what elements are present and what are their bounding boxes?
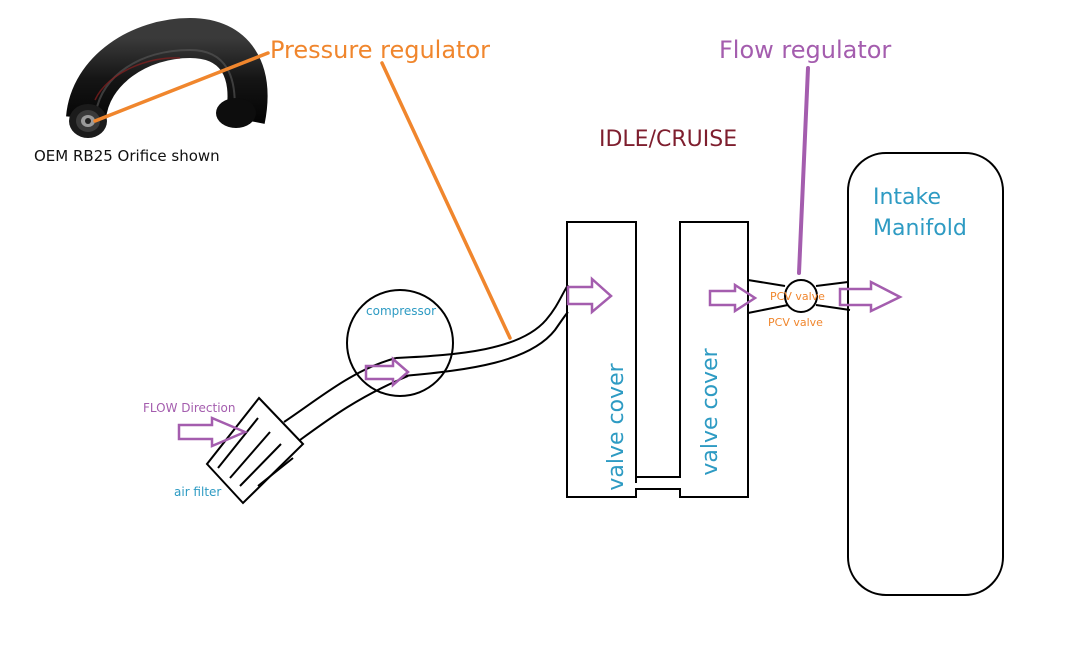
valve-cover-label-right: valve cover (698, 348, 723, 476)
pressure-pointer-to-line (380, 61, 512, 340)
air-filter-label: air filter (174, 485, 222, 499)
intake-tube (283, 357, 409, 441)
flow-arrow-icon (364, 356, 410, 388)
intake-manifold-shape (847, 152, 1004, 596)
compressor-circle (346, 289, 454, 397)
pressure-regulator-label: Pressure regulator (270, 36, 490, 64)
intake-manifold-label-line2: Manifold (873, 216, 967, 241)
compressor-label: compressor (366, 304, 437, 318)
valve-cover-label-left: valve cover (604, 363, 629, 491)
oem-orifice-caption: OEM RB25 Orifice shown (34, 147, 220, 165)
flow-arrow-icon (708, 282, 758, 314)
pressure-pointer-to-hose (93, 51, 270, 123)
idle-cruise-label: IDLE/CRUISE (599, 127, 738, 152)
flow-arrow-icon (177, 416, 249, 448)
flow-direction-label: FLOW Direction (143, 401, 236, 415)
pcv-valve-label-bottom: PCV valve (768, 316, 823, 329)
valve-covers (566, 221, 749, 498)
pcv-valve-label-top: PCV valve (770, 290, 825, 303)
oem-hose-image (66, 17, 268, 138)
flow-pointer (797, 66, 810, 275)
breather-hose (395, 284, 569, 377)
flow-arrow-icon (566, 276, 613, 315)
flow-regulator-label: Flow regulator (719, 36, 892, 64)
pcv-assembly (747, 279, 851, 314)
flow-arrow-icon (838, 279, 903, 313)
intake-manifold-label-line1: Intake (873, 185, 942, 210)
